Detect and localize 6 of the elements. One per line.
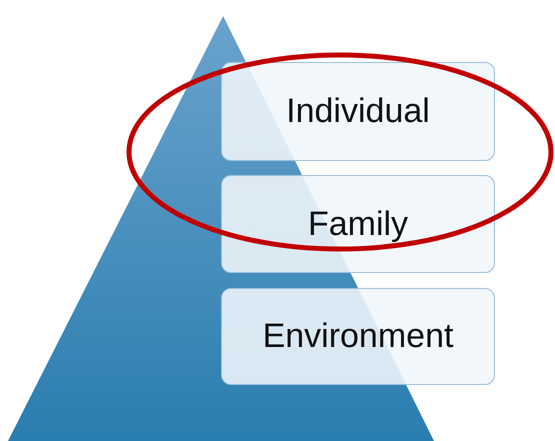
level-label: Environment [262,317,454,356]
level-label: Family [308,204,408,244]
highlight-ellipse [126,52,554,252]
level-box [221,175,495,273]
level-box [221,288,495,385]
level-label: Individual [286,92,430,131]
